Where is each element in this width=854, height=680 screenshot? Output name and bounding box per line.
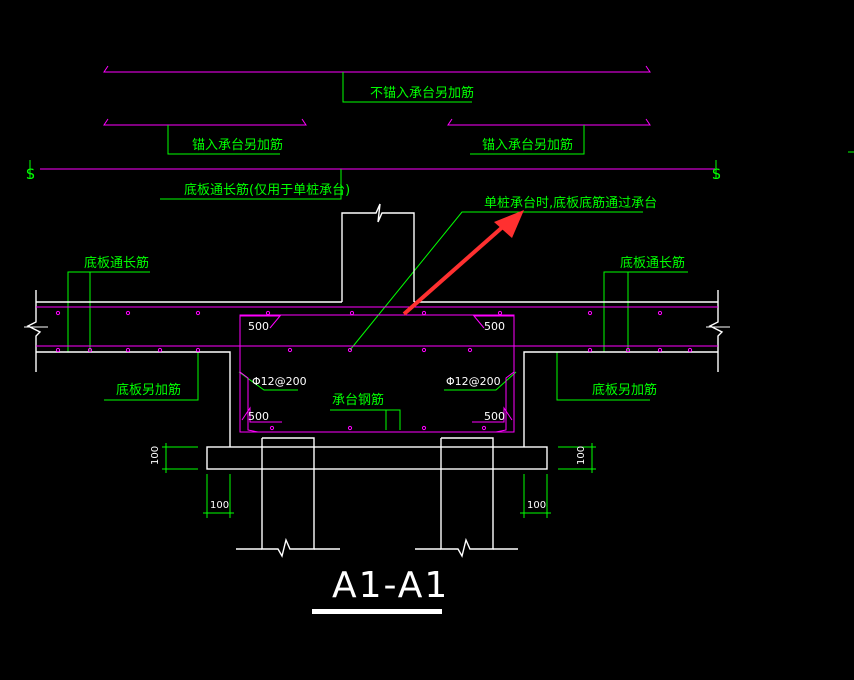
label-cap-rebar: 承台钢筋 [332, 392, 384, 408]
axis-label-left: S [26, 167, 35, 183]
cap-rebar-cage [239, 314, 515, 433]
label-anchor-extra-right: 锚入承台另加筋 [482, 137, 573, 153]
slab-rebar [36, 306, 718, 433]
label-no-anchor-extra: 不锚入承台另加筋 [370, 85, 474, 101]
cap-right-edge [523, 351, 718, 447]
cap-stirrup-left [239, 371, 259, 433]
dim-cushion-ext-right: 100 [527, 500, 546, 511]
label-anchor-extra-left: 锚入承台另加筋 [192, 137, 283, 153]
cushion-layer [206, 446, 548, 470]
cap-left-edge [36, 351, 231, 447]
label-slab-through-single: 底板通长筋(仅用于单桩承台) [184, 182, 350, 198]
dim-lap-bottom-left: 500 [248, 410, 269, 423]
cap-stirrup-right [495, 371, 515, 433]
pile-right [440, 437, 494, 558]
top-label-leaders [67, 72, 688, 430]
label-stirrup-left: Φ12@200 [252, 375, 307, 388]
red-annotation-arrow [402, 210, 524, 316]
dimension-lines [162, 443, 596, 518]
slab-break-left [26, 290, 42, 372]
label-slab-extra-left: 底板另加筋 [116, 382, 181, 398]
dim-lap-top-right: 500 [484, 320, 505, 333]
no-anchor-extra-bar [103, 65, 651, 73]
top-rebar-lines [40, 65, 715, 170]
dim-cushion-thk-right: 100 [576, 446, 587, 465]
label-slab-through-right: 底板通长筋 [620, 255, 685, 271]
section-title-underline [312, 609, 442, 614]
anchor-extra-bar-right [447, 118, 651, 126]
anchor-extra-bar-left [103, 118, 307, 126]
rebar-dots [55, 310, 693, 431]
column-stub [341, 203, 415, 302]
slab-break-right [708, 290, 724, 372]
section-title: A1-A1 [332, 565, 449, 606]
axis-markers [29, 151, 854, 178]
dim-lap-bottom-right: 500 [484, 410, 505, 423]
label-slab-through-left: 底板通长筋 [84, 255, 149, 271]
label-stirrup-right: Φ12@200 [446, 375, 501, 388]
axis-label-right: S [712, 167, 721, 183]
label-slab-extra-right: 底板另加筋 [592, 382, 657, 398]
dim-cushion-thk-left: 100 [150, 446, 161, 465]
pile-left [261, 437, 315, 558]
label-single-pile-note: 单桩承台时,底板底筋通过承台 [484, 195, 657, 211]
dim-lap-top-left: 500 [248, 320, 269, 333]
concrete-outline [24, 203, 730, 558]
dim-cushion-ext-left: 100 [210, 500, 229, 511]
